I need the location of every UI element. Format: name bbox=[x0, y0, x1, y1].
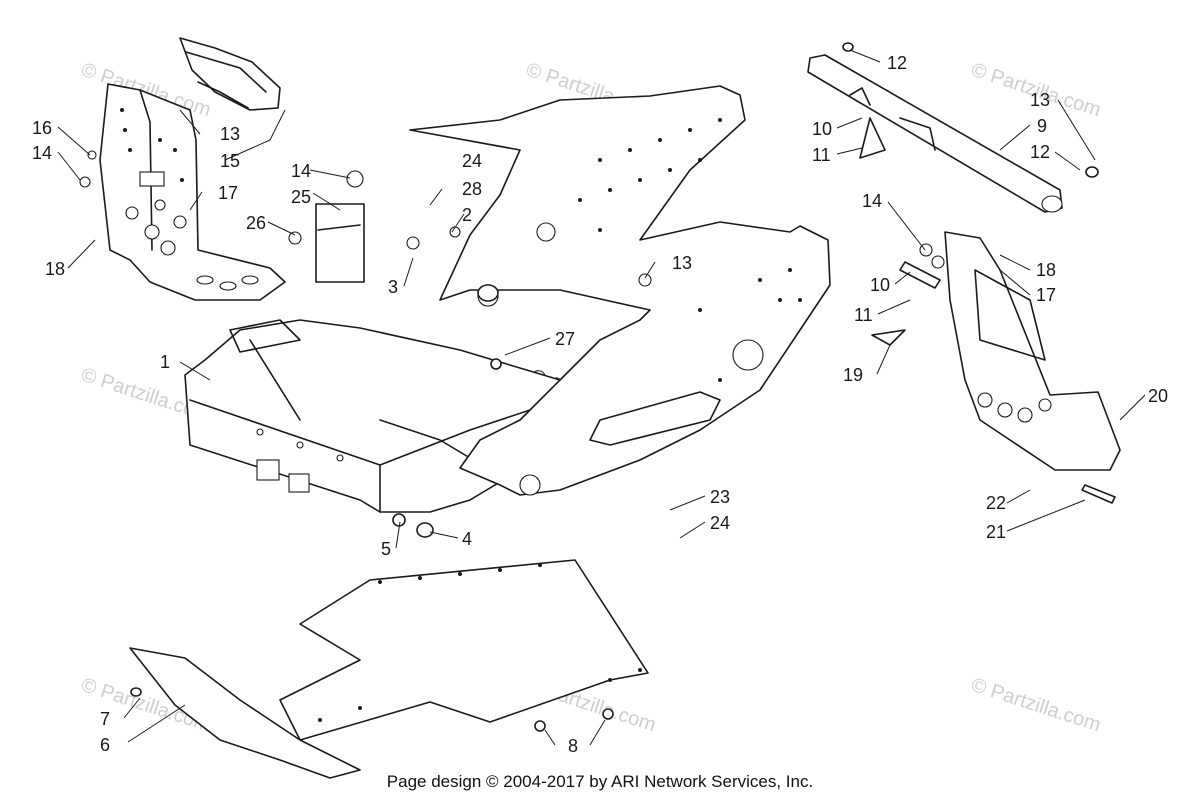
callout-10b: 10 bbox=[870, 275, 890, 295]
callout-10: 10 bbox=[812, 119, 832, 139]
callout-17b: 17 bbox=[1036, 285, 1056, 305]
callout-12: 12 bbox=[887, 53, 907, 73]
part-floor-pan bbox=[279, 559, 649, 741]
callout-labels: 1 2 3 4 5 6 7 8 9 10 10 11 11 12 12 13 1… bbox=[32, 53, 1168, 756]
callout-1: 1 bbox=[160, 352, 170, 372]
callout-11: 11 bbox=[812, 145, 831, 165]
part-left-side-panel bbox=[99, 83, 286, 301]
callout-14: 14 bbox=[32, 143, 52, 163]
part-main-chassis bbox=[184, 85, 831, 513]
copyright-footer: Page design © 2004-2017 by ARI Network S… bbox=[386, 772, 814, 791]
callout-22: 22 bbox=[986, 493, 1006, 513]
callout-16: 16 bbox=[32, 118, 52, 138]
callout-20: 20 bbox=[1148, 386, 1168, 406]
callout-27: 27 bbox=[555, 329, 575, 349]
part-left-upper-bracket bbox=[179, 37, 281, 111]
callout-21: 21 bbox=[986, 522, 1006, 542]
callout-13: 13 bbox=[220, 124, 240, 144]
watermark: © Partzilla.com bbox=[968, 674, 1103, 737]
part-right-side-panel bbox=[944, 231, 1121, 471]
callout-24: 24 bbox=[462, 151, 482, 171]
part-fasteners bbox=[79, 42, 1116, 732]
callout-18: 18 bbox=[45, 259, 65, 279]
callout-26: 26 bbox=[246, 213, 266, 233]
callout-2: 2 bbox=[462, 205, 472, 225]
callout-19: 19 bbox=[843, 365, 863, 385]
callout-9: 9 bbox=[1037, 116, 1047, 136]
callout-18b: 18 bbox=[1036, 260, 1056, 280]
callout-14c: 14 bbox=[862, 191, 882, 211]
callout-3: 3 bbox=[388, 277, 398, 297]
callout-15: 15 bbox=[220, 151, 240, 171]
callout-8: 8 bbox=[568, 736, 578, 756]
callout-13c: 13 bbox=[672, 253, 692, 273]
callout-12b: 12 bbox=[1030, 142, 1050, 162]
callout-13b: 13 bbox=[1030, 90, 1050, 110]
callout-11b: 11 bbox=[854, 305, 873, 325]
callout-24b: 24 bbox=[710, 513, 730, 533]
leader-lines bbox=[57, 49, 1146, 746]
callout-28: 28 bbox=[462, 179, 482, 199]
callout-14b: 14 bbox=[291, 161, 311, 181]
callout-4: 4 bbox=[462, 529, 472, 549]
callout-6: 6 bbox=[100, 735, 110, 755]
callout-5: 5 bbox=[381, 539, 391, 559]
callout-25: 25 bbox=[291, 187, 311, 207]
part-steering-support-bar bbox=[807, 54, 1063, 213]
callout-23: 23 bbox=[710, 487, 730, 507]
callout-17: 17 bbox=[218, 183, 238, 203]
part-skid-plate bbox=[129, 647, 361, 779]
callout-7: 7 bbox=[100, 709, 110, 729]
